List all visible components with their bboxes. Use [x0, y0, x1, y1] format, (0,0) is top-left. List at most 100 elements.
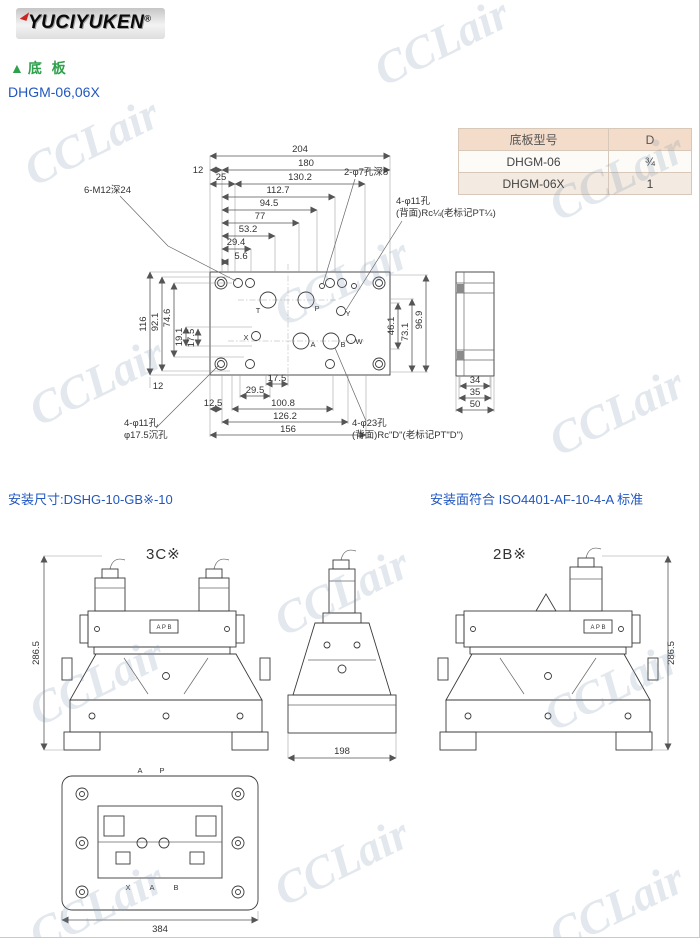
plan-port-a-top: A	[137, 766, 142, 775]
label-3c: 3C※	[146, 546, 181, 563]
port-t	[259, 291, 277, 309]
dim-73-1: 73.1	[400, 323, 411, 342]
dim-29-4: 29.4	[227, 237, 246, 248]
callout-phi11-rear-line2: (背面)Rc¼(老标记PT¼)	[396, 207, 496, 219]
callout-phi23-line1: 4-φ23孔	[352, 418, 387, 429]
dim-17-5-left: 17.5	[186, 329, 197, 348]
port-label-t: T	[256, 306, 261, 315]
spec-model-cell: DHGM-06	[458, 150, 609, 173]
dim-34: 34	[470, 375, 481, 386]
dimension-lines	[146, 271, 202, 376]
solenoid-left	[94, 577, 126, 612]
apb-label: A P B	[591, 625, 606, 631]
dim-92-1: 92.1	[150, 313, 161, 332]
cable-gland	[577, 557, 595, 568]
valve-drawings: A P B	[31, 547, 677, 935]
port-label-plate	[583, 619, 613, 634]
triangle-bullet-icon: ▲	[10, 60, 24, 76]
brand-logo: YUCIYUKEN®	[16, 8, 166, 39]
dim-17-5-bottom: 17.5	[268, 373, 287, 384]
port-label-w: W	[355, 337, 363, 346]
extension-lines	[209, 156, 391, 272]
valve-body	[292, 622, 392, 696]
dim-50: 50	[470, 399, 481, 410]
extension-lines	[61, 911, 259, 920]
extension-lines	[209, 375, 367, 437]
dim-204: 204	[292, 144, 308, 155]
port-y	[336, 306, 346, 316]
install-standard-text: 安装面符合 ISO4401-AF-10-4-A 标准	[430, 492, 644, 507]
dim-116: 116	[138, 316, 149, 331]
dim-384: 384	[152, 924, 168, 935]
dim-12: 12	[193, 165, 204, 176]
section-heading: ▲底 板	[10, 58, 69, 78]
dim-77: 77	[255, 211, 266, 222]
valve-base	[287, 694, 397, 734]
dim-94-5: 94.5	[260, 198, 279, 209]
port-a	[292, 332, 310, 350]
dim-286-5-left: 286.5	[31, 641, 42, 665]
spec-d-cell: ¾	[608, 150, 692, 173]
solenoid	[569, 566, 603, 612]
extension-lines	[149, 271, 252, 388]
overall-height-dimensions: 286.5 286.5	[31, 555, 677, 751]
plan-port-p-top: P	[159, 766, 164, 775]
plate-side-view: 34 35 50	[455, 271, 495, 414]
callouts: 6-M12深24 2-φ7孔深8 4-φ11孔 (背面)Rc¼(老标记PT¼) …	[84, 167, 496, 441]
dim-25: 25	[216, 172, 227, 183]
port-label-y: Y	[345, 309, 350, 318]
spec-table: 底板型号 D DHGM-06 ¾ DHGM-06X 1	[458, 128, 692, 195]
spec-d-cell: 1	[608, 172, 692, 195]
install-size-text: 安装尺寸:DSHG-10-GB※-10	[8, 492, 173, 507]
plate-body	[209, 271, 391, 376]
brand-name: YUCIYUKEN	[28, 12, 145, 33]
subplate-drawing: T P A B X Y W	[84, 144, 496, 441]
port-label-x: X	[243, 333, 248, 342]
callout-phi11-rear-line1: 4-φ11孔	[396, 196, 430, 207]
callout-m12: 6-M12深24	[84, 185, 131, 196]
extension-lines	[44, 555, 668, 751]
callout-phi7: 2-φ7孔深8	[344, 167, 388, 178]
dim-53-2: 53.2	[239, 224, 258, 235]
plate-mounting-holes	[214, 276, 386, 371]
spec-col-model-header: 底板型号	[458, 128, 609, 151]
cable-gland	[205, 568, 223, 579]
left-dimensions: 116 92.1 74.6 19.1 17.5 12	[138, 271, 252, 392]
valve-base	[445, 699, 651, 733]
cable-gland	[332, 559, 350, 570]
extension-lines	[287, 733, 397, 758]
port-b	[322, 332, 340, 350]
dim-130-2: 130.2	[288, 172, 312, 183]
valve-2b-front-view: A P B	[437, 547, 659, 751]
port-w	[346, 334, 356, 344]
dim-286-5-right: 286.5	[666, 641, 677, 665]
plan-port-a: A	[149, 883, 154, 892]
valve-body	[463, 610, 633, 648]
dimension-lines	[209, 152, 391, 266]
cable-gland	[101, 568, 119, 579]
right-dimensions: 46.1 73.1 96.9	[386, 274, 430, 373]
dimension-lines	[394, 274, 430, 373]
plan-outline	[61, 775, 259, 911]
port-p	[297, 291, 315, 309]
dim-198: 198	[334, 746, 350, 757]
port-label-b: B	[340, 340, 345, 349]
registered-trademark-icon: ®	[144, 13, 152, 24]
spec-col-d-header: D	[608, 128, 692, 151]
plate-outline	[209, 264, 391, 382]
dimension-lines	[455, 382, 495, 414]
port-label-p: P	[314, 304, 319, 313]
dim-12-5: 12.5	[204, 398, 223, 409]
dim-96-9: 96.9	[414, 311, 425, 330]
watermark: CCLair	[366, 0, 518, 96]
dim-19-1: 19.1	[174, 328, 185, 347]
label-2b: 2B※	[493, 546, 527, 563]
plate-ports: T P A B X Y W	[243, 291, 363, 350]
section-title: 底 板	[27, 60, 69, 76]
dim-180: 180	[298, 158, 314, 169]
top-dimensions: 204 12 180 25 130.2 112.7 94.5 77 53.2 2…	[193, 144, 391, 272]
valve-3c-front-view: A P B	[61, 558, 271, 751]
spec-table-header-row: 底板型号 D	[458, 128, 692, 151]
callout-phi11-cb-line1: 4-φ11孔	[124, 418, 158, 429]
